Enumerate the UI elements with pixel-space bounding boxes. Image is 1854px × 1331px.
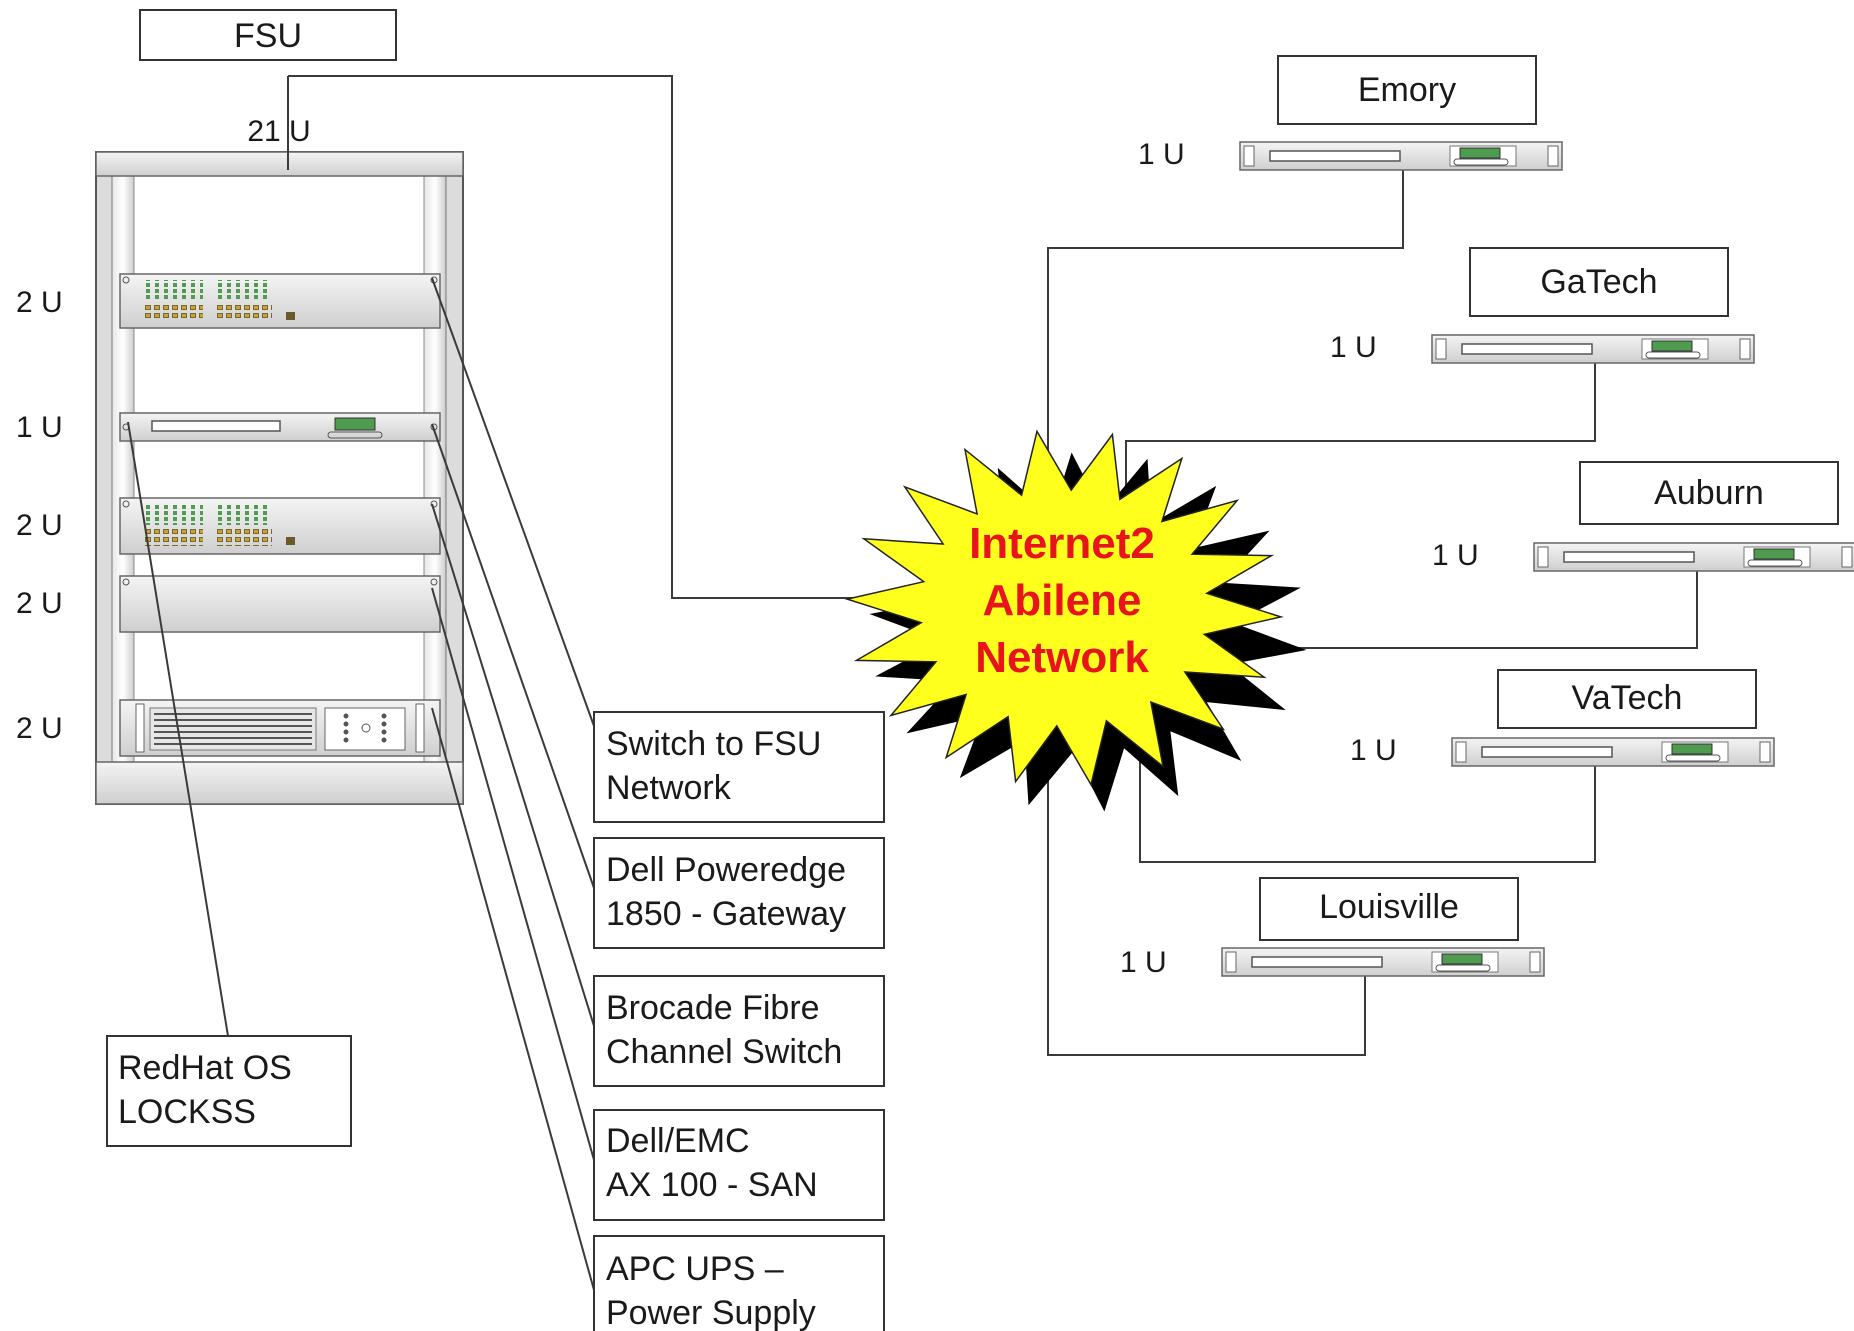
callout-line-fibre [431,503,595,1027]
network-label-line1: Internet2 [969,519,1155,568]
rack-fibre-switch-device [119,497,441,555]
network-label-line2: Abilene [983,576,1142,625]
server-drive-bay [1481,746,1613,758]
callout-switch: Switch to FSU Network [593,711,885,823]
callout-ups-line2: Power Supply [606,1294,816,1331]
callout-san-line1: Dell/EMC [606,1122,750,1160]
rack-unit-label-5: 2 U [16,712,63,745]
site-name-louisville: Louisville [1319,888,1459,926]
server-buttons [1665,754,1721,762]
rack-ups-device [119,699,441,757]
callout-gateway-line1: Dell Poweredge [606,851,846,889]
server-ear-left [1225,951,1237,973]
rack-switch-device [119,273,441,329]
server-drive-bay [1251,956,1383,968]
callout-gateway-line2: 1850 - Gateway [606,895,846,933]
callout-redhat-line2: LOCKSS [118,1093,256,1131]
server-ear-right [1739,338,1751,360]
site-name-auburn: Auburn [1654,474,1764,512]
server-buttons [1435,964,1491,972]
site-units-emory: 1 U [1138,138,1185,171]
callout-san: Dell/EMC AX 100 - SAN [593,1109,885,1221]
network-label-line3: Network [975,633,1149,682]
callout-line-switch [431,277,595,727]
server-ear-right [1759,741,1771,763]
server-lcd [1441,953,1483,965]
callout-redhat: RedHat OS LOCKSS [106,1035,352,1147]
site-auburn: Auburn 1 U [1432,461,1854,572]
fsu-internet-line [288,75,880,599]
louisville-link [1047,768,1366,1056]
site-name-vatech: VaTech [1572,679,1683,717]
fsu-title-box: FSU [139,9,397,61]
server-auburn [1533,542,1854,572]
server-lcd [1651,340,1693,352]
server-buttons [1747,559,1803,567]
server-ear-left [1455,741,1467,763]
server-buttons [1453,158,1509,166]
vatech-link [1139,744,1596,863]
burst-main [844,429,1284,787]
rack-unit-label-1: 2 U [16,286,63,319]
callout-fibre-line2: Channel Switch [606,1033,842,1071]
callout-switch-line1: Switch to FSU [606,725,821,763]
callout-line-san [431,587,595,1161]
server-louisville [1221,947,1545,977]
callout-ups-line1: APC UPS – [606,1250,784,1288]
callout-line-gateway [431,423,595,889]
callout-redhat-line1: RedHat OS [118,1049,292,1087]
internet2-cloud: Internet2 Abilene Network [844,429,1307,812]
server-buttons [1645,351,1701,359]
callout-line-ups [431,707,595,1291]
server-ear-right [1841,546,1853,568]
server-drive-bay [1461,343,1593,355]
callout-fibre-switch: Brocade Fibre Channel Switch [593,975,885,1087]
site-vatech: VaTech 1 U [1350,669,1775,767]
server-lcd [1753,548,1795,560]
server-ear-left [1435,338,1447,360]
gatech-link [1125,362,1596,486]
server-ear-right [1529,951,1541,973]
server-ear-left [1243,145,1255,167]
callout-ups: APC UPS – Power Supply [593,1235,885,1331]
callout-line-redhat [127,421,229,1037]
site-louisville: Louisville 1 U [1120,877,1545,979]
site-emory: Emory 1 U [1138,55,1563,171]
server-emory [1239,141,1563,171]
callout-switch-line2: Network [606,769,732,807]
emory-link [1047,168,1404,478]
auburn-link [1254,570,1698,649]
fsu-title: FSU [234,17,302,55]
site-units-louisville: 1 U [1120,946,1167,979]
site-name-gatech: GaTech [1540,263,1657,301]
rack-gateway-server [119,412,441,442]
rack-size-label: 21 U [247,115,310,148]
server-ear-left [1537,546,1549,568]
server-gatech [1431,334,1755,364]
server-lcd [1459,147,1501,159]
callout-san-line2: AX 100 - SAN [606,1166,818,1204]
server-ear-right [1547,145,1559,167]
site-units-vatech: 1 U [1350,734,1397,767]
site-units-gatech: 1 U [1330,331,1377,364]
connector-lines [127,75,1698,1291]
server-lcd [1671,743,1713,755]
site-gatech: GaTech 1 U [1330,247,1755,364]
rack-unit-label-4: 2 U [16,587,63,620]
server-drive-bay [1269,150,1401,162]
remote-sites: Emory 1 U GaTech 1 U Auburn 1 U VaTech 1… [1120,55,1854,979]
rack-unit-label-3: 2 U [16,509,63,542]
callout-gateway: Dell Poweredge 1850 - Gateway [593,837,885,949]
server-drive-bay [1563,551,1695,563]
site-units-auburn: 1 U [1432,539,1479,572]
callout-fibre-line1: Brocade Fibre [606,989,820,1027]
rack-unit-label-2: 1 U [16,411,63,444]
site-name-emory: Emory [1358,71,1456,109]
rack-san-device [119,575,441,633]
server-vatech [1451,737,1775,767]
